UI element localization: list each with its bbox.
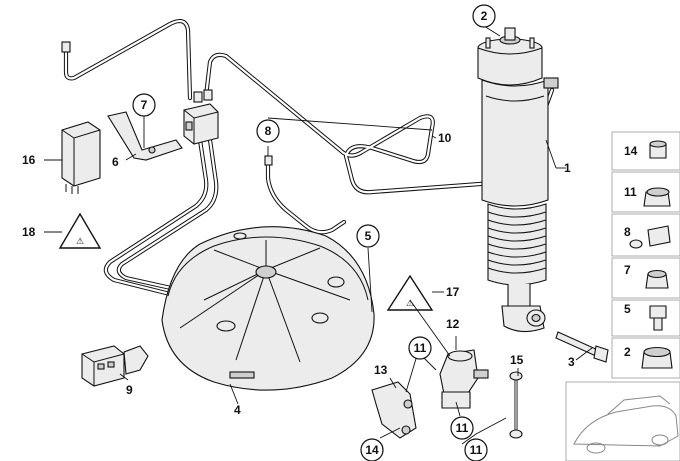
leader-lines — [44, 25, 593, 445]
svg-text:14: 14 — [365, 443, 379, 457]
callout-5: 5 — [356, 224, 380, 248]
fastener-side-panel: 14 11 8 7 5 2 — [611, 131, 680, 379]
panel-label-5: 5 — [624, 302, 631, 316]
panel-label-14: 14 — [624, 144, 638, 158]
air-suspension-strut — [477, 27, 559, 333]
callout-8: 8 — [256, 119, 280, 143]
sensor-bracket — [371, 381, 417, 439]
callout-15: 15 — [510, 353, 524, 367]
callout-12: 12 — [446, 317, 460, 331]
relay — [61, 121, 101, 194]
mounting-bracket — [107, 111, 183, 161]
svg-text:⚠: ⚠ — [406, 299, 414, 309]
warning-label: ⚠ — [58, 212, 102, 249]
callout-1: 1 — [564, 161, 571, 175]
svg-text:⚠: ⚠ — [76, 237, 84, 247]
line-end-fitting — [193, 91, 203, 103]
bolt — [555, 331, 609, 363]
svg-text:7: 7 — [141, 98, 148, 112]
pressure-reservoir — [161, 226, 375, 391]
callout-11b: 11 — [450, 416, 474, 440]
svg-text:5: 5 — [365, 229, 372, 243]
height-sensor — [439, 349, 489, 409]
air-lines — [63, 19, 555, 299]
svg-text:11: 11 — [470, 443, 483, 457]
callout-4: 4 — [234, 403, 241, 417]
line-end-fitting — [203, 89, 213, 101]
valve-block — [183, 103, 219, 145]
callout-6: 6 — [112, 155, 119, 169]
svg-text:11: 11 — [456, 421, 469, 435]
svg-text:8: 8 — [265, 124, 272, 138]
warning-label: ⚠ — [386, 274, 434, 311]
callout-17: 17 — [446, 285, 460, 299]
callout-11c: 11 — [464, 438, 488, 461]
panel-label-2: 2 — [624, 345, 631, 359]
callout-3: 3 — [568, 355, 575, 369]
callout-2: 2 — [472, 4, 496, 28]
callout-13: 13 — [374, 363, 388, 377]
vehicle-thumbnail — [565, 381, 680, 461]
callout-14: 14 — [360, 438, 384, 461]
line-end-fitting — [264, 155, 273, 166]
line-end-fitting — [61, 41, 71, 53]
callout-11a: 11 — [408, 336, 432, 360]
plug-connector — [81, 345, 149, 387]
svg-text:2: 2 — [481, 9, 488, 23]
callout-7: 7 — [132, 93, 156, 117]
link-rod — [509, 371, 523, 439]
callout-16: 16 — [22, 153, 36, 167]
callout-18: 18 — [22, 225, 36, 239]
svg-text:11: 11 — [414, 341, 427, 355]
panel-label-11: 11 — [624, 185, 637, 199]
panel-label-8: 8 — [624, 225, 631, 239]
callout-9: 9 — [126, 383, 133, 397]
callout-10: 10 — [438, 131, 452, 145]
panel-label-7: 7 — [624, 263, 631, 277]
